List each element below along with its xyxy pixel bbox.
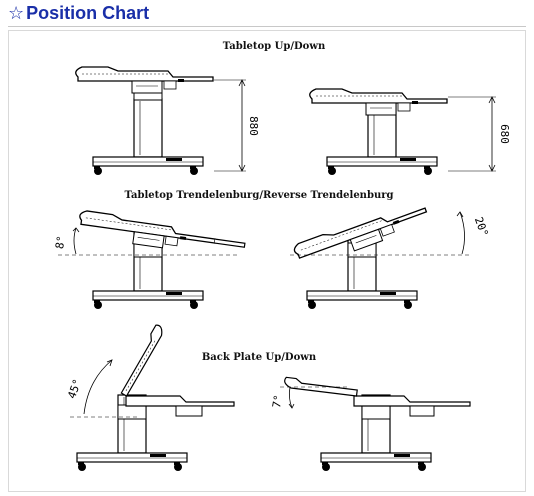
diagram-back-plate-up — [70, 324, 235, 472]
diagram-up-down-low — [309, 88, 496, 176]
angle-label-45: 45° — [65, 377, 84, 400]
star-outline-icon: ☆ — [8, 2, 25, 24]
diagram-back-plate-down — [280, 376, 471, 472]
angle-label-8: 8° — [53, 235, 68, 250]
diagram-up-down-high — [75, 66, 246, 176]
diagram-trendelenburg — [58, 209, 246, 310]
section-title-trendelenburg: Tabletop Trendelenburg/Reverse Trendelen… — [124, 190, 394, 201]
section-title-up-down: Tabletop Up/Down — [222, 41, 326, 52]
page-header: ☆ Position Chart — [8, 2, 149, 24]
page-title: Position Chart — [26, 2, 150, 23]
dim-label-680: 680 — [498, 124, 511, 144]
position-chart-panel — [8, 30, 526, 492]
section-title-back-plate: Back Plate Up/Down — [201, 352, 317, 363]
diagram-reverse-trendelenburg — [290, 198, 470, 310]
header-divider — [8, 26, 526, 27]
angle-label-7: 7° — [270, 394, 285, 409]
dim-label-880: 880 — [247, 116, 260, 136]
angle-label-20: 20° — [472, 215, 491, 238]
